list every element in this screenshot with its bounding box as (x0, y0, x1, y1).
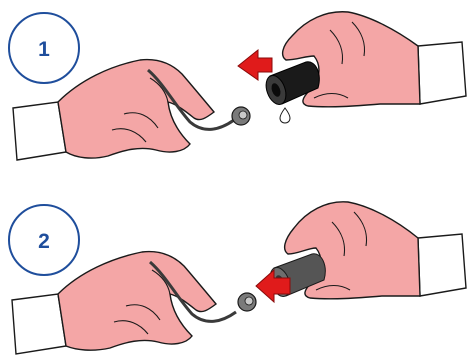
step-2-badge: 2 (8, 204, 80, 276)
step-1-water-drop-icon (279, 107, 291, 124)
step-1-number: 1 (38, 38, 50, 61)
step-2-left-finger-lines (113, 269, 171, 335)
step-2-right-finger-lines (315, 211, 368, 291)
step-1-earpiece-icon (231, 106, 251, 126)
step-1-left-cuff (12, 101, 67, 161)
step-2-right-cuff (417, 233, 467, 297)
step-2-earpiece-icon (237, 292, 257, 312)
step-2-panel: 2 (8, 201, 467, 355)
step-1-left-hand (57, 58, 216, 159)
step-2-left-hand (57, 250, 218, 351)
step-1-sleeve-icon (265, 61, 320, 105)
step-2-cable (149, 260, 237, 323)
step-2-left-cuff (11, 293, 67, 355)
step-2-number: 2 (38, 230, 50, 253)
step-1-panel: 1 (8, 11, 467, 161)
step-2-arrow-icon (255, 268, 291, 304)
step-1-right-finger-lines (313, 21, 366, 99)
step-1-left-finger-lines (111, 77, 169, 143)
step-1-cable (147, 68, 235, 131)
step-1-right-cuff (417, 41, 467, 105)
step-1-arrow-icon (237, 48, 273, 81)
step-1-badge: 1 (8, 12, 80, 84)
